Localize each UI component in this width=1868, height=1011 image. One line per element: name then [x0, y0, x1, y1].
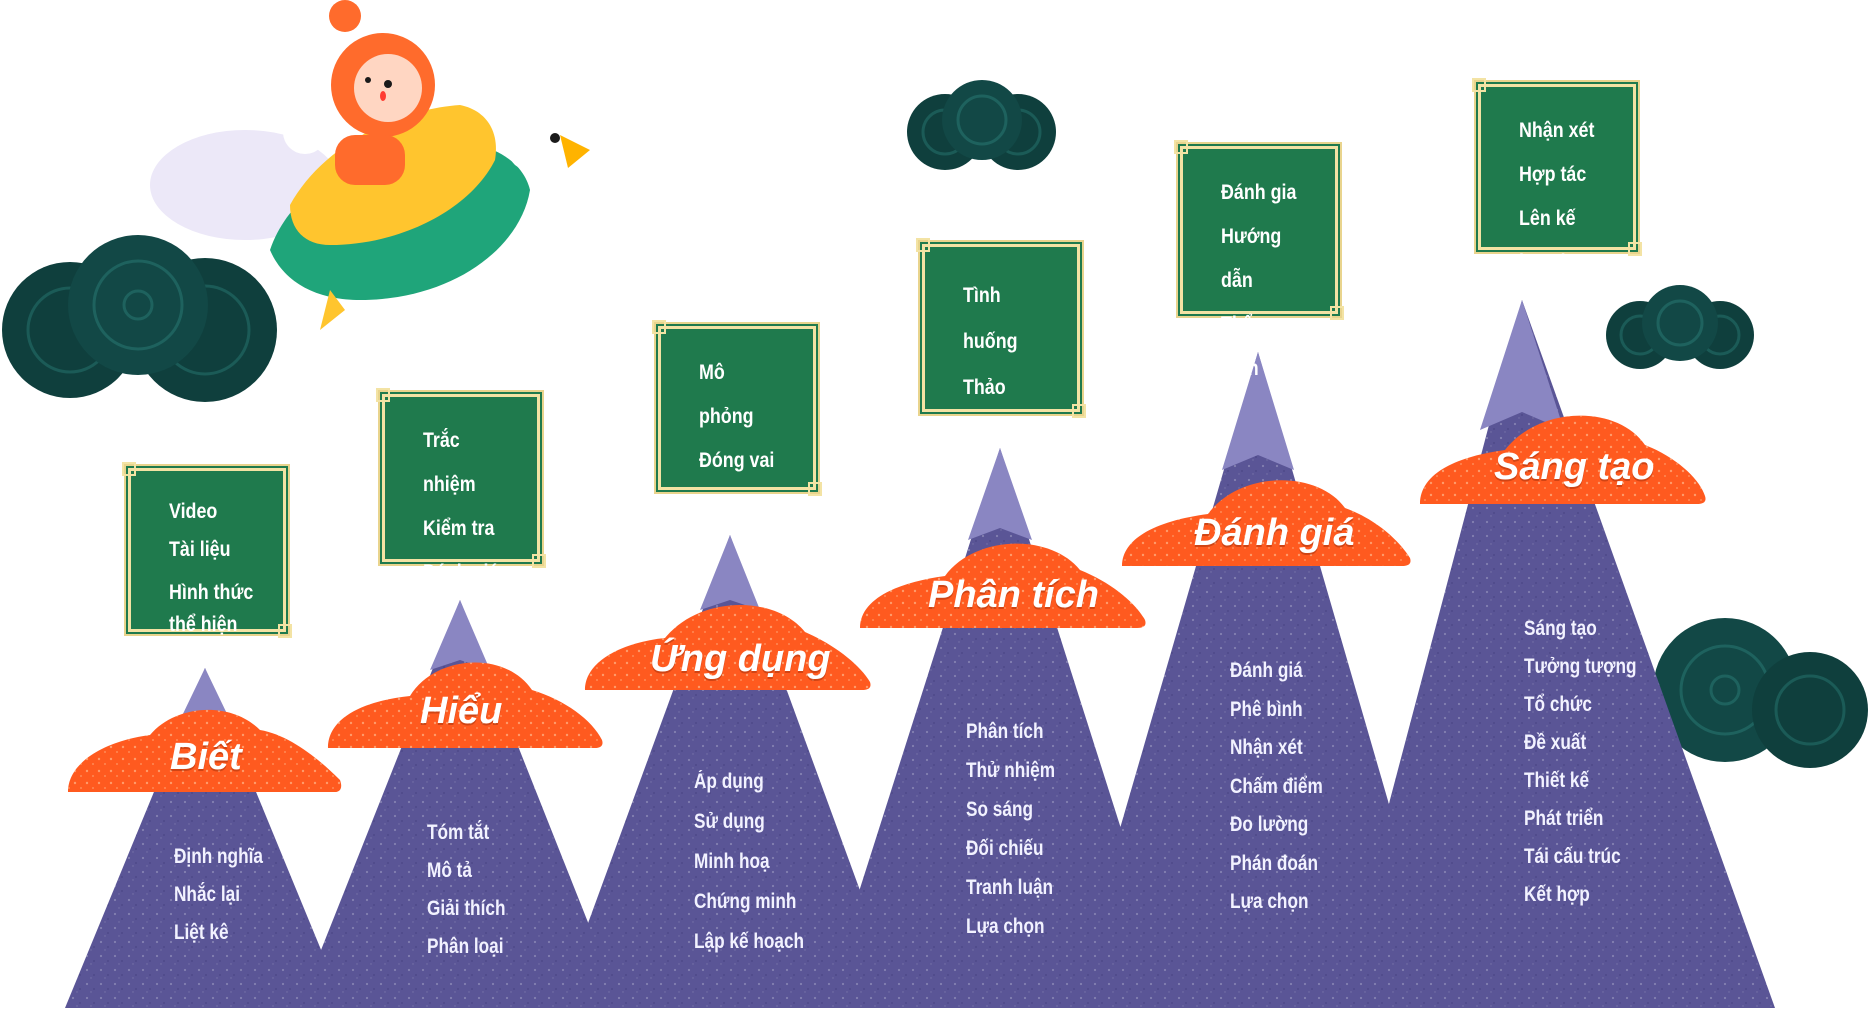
skill-list-phan-tich: Phân tích Thử nhiệm So sáng Đối chiếu Tr… [966, 712, 1075, 946]
skill-item: Chấm điểm [1230, 774, 1323, 798]
cap-sang-tao [1420, 415, 1706, 504]
activity-list: Mô phỏng Đóng vai Trò chơi [661, 329, 813, 527]
skill-item: Áp dụng [694, 770, 764, 793]
skill-item: Tổ chức [1524, 693, 1592, 716]
skill-item: So sáng [966, 798, 1033, 821]
mountain-sang-tao [1335, 300, 1775, 1008]
skill-item: Lập kế hoạch [694, 930, 805, 953]
skill-item: Mô tả [427, 859, 472, 882]
activity-card-biet: Video Tài liệu Hình thức thể hiện [122, 462, 292, 638]
cap-ung-dung [585, 604, 871, 690]
skill-list-ung-dung: Áp dụng Sử dụng Minh hoạ Chứng minh Lập … [694, 762, 828, 962]
cap-hieu [328, 662, 603, 748]
activity-item: Nhận xét [1519, 119, 1595, 142]
level-title-sang-tao: Sáng tạo [1494, 446, 1655, 488]
activity-item: Thẩm định [1221, 313, 1269, 380]
activity-item: Trò chơi [699, 493, 771, 516]
skill-item: Phát triển [1524, 807, 1604, 830]
cap-danh-gia [1122, 480, 1411, 566]
skill-item: Minh hoạ [694, 850, 770, 873]
activity-item: Tài liệu [169, 538, 231, 561]
skill-item: Tóm tắt [427, 821, 490, 844]
skill-item: Thử nhiệm [966, 759, 1056, 782]
activity-item: Thảo luận [963, 376, 1006, 445]
activity-item: Lên kế hoạch [1519, 207, 1576, 274]
mountain-hieu [298, 600, 622, 1008]
activity-card-danh-gia: Đánh gia Hướng dẫn Thẩm định [1174, 140, 1344, 380]
skill-item: Đề xuất [1524, 731, 1587, 754]
skill-item: Đánh giá [1230, 659, 1303, 682]
cloud-cluster-right-top [1606, 285, 1754, 369]
skill-list-danh-gia: Đánh giá Phê bình Nhận xét Chấm điểm Đo … [1230, 652, 1343, 922]
skill-item: Lựa chọn [966, 915, 1045, 938]
activity-item: Hợp tác [1519, 163, 1587, 186]
level-title-ung-dung: Ứng dụng [650, 638, 831, 680]
skill-item: Đo lường [1230, 813, 1309, 836]
skill-item: Tưởng tượng [1524, 655, 1637, 678]
skill-list-hieu: Tóm tắt Mô tả Giải thích Phân loại [427, 814, 523, 966]
level-title-hieu: Hiểu [420, 690, 503, 732]
mountain-phan-tich [822, 448, 1178, 1008]
skill-item: Phê bình [1230, 697, 1303, 721]
activity-item: Mô phỏng [699, 361, 754, 428]
skill-item: Nhắc lại [174, 883, 241, 906]
level-title-biet: Biết [170, 736, 242, 778]
skill-item: Phân tích [966, 720, 1044, 743]
activity-item: Đóng vai [699, 449, 775, 472]
cloud-cluster-left [2, 235, 277, 402]
skill-item: Nhận xét [1230, 736, 1303, 759]
cap-phan-tich [860, 543, 1146, 628]
skill-item: Liệt kê [174, 921, 229, 944]
activity-item: Kiểm tra [423, 517, 495, 540]
activity-item: Đánh giá [423, 561, 499, 584]
cap-biet [68, 709, 342, 792]
mountain-danh-gia [1068, 352, 1448, 1008]
skill-item: Tranh luận [966, 876, 1054, 899]
activity-card-sang-tao: Nhận xét Hợp tác Lên kế hoạch [1472, 78, 1642, 274]
activity-card-hieu: Trắc nhiệm Kiểm tra Đánh giá [376, 388, 546, 584]
level-title-danh-gia: Đánh giá [1194, 512, 1355, 554]
skill-item: Thiết kế [1524, 769, 1590, 792]
skill-item: Giải thích [427, 897, 506, 920]
skill-item: Sử dụng [694, 810, 765, 833]
skill-list-sang-tao: Sáng tạo Tưởng tượng Tổ chức Đề xuất Thi… [1524, 610, 1661, 914]
level-title-phan-tich: Phân tích [928, 574, 1100, 616]
activity-list: Trắc nhiệm Kiểm tra Đánh giá [385, 397, 537, 595]
skill-item: Sáng tạo [1524, 617, 1597, 640]
mountain-biet [65, 668, 345, 1008]
activity-list: Nhận xét Hợp tác Lên kế hoạch [1481, 87, 1633, 285]
activity-item: Hình thức thể hiện [169, 581, 254, 636]
mountain-ung-dung [557, 535, 903, 1008]
skill-item: Phán đoán [1230, 851, 1319, 875]
eagle-rider-illustration [150, 0, 590, 330]
skill-item: Kết hợp [1524, 883, 1590, 906]
activity-list: Tình huống Thảo luận [925, 247, 1077, 457]
skill-list-biet: Định nghĩa Nhắc lại Liệt kê [174, 838, 283, 952]
cloud-cluster-right-bottom [1653, 618, 1868, 768]
activity-list: Đánh gia Hướng dẫn Thẩm định [1183, 149, 1335, 391]
skill-item: Đối chiếu [966, 837, 1044, 860]
activity-item: Hướng dẫn [1221, 225, 1282, 292]
cloud-cluster-top-center [907, 80, 1056, 170]
activity-item: Video [169, 500, 218, 523]
activity-item: Tình huống [963, 284, 1018, 353]
activity-item: Đánh gia [1221, 181, 1297, 204]
skill-item: Chứng minh [694, 890, 797, 913]
skill-item: Tái cấu trúc [1524, 845, 1621, 868]
skill-item: Phân loại [427, 935, 504, 958]
activity-list: Video Tài liệu Hình thức thể hiện [131, 471, 283, 641]
skill-item: Lựa chọn [1230, 890, 1309, 913]
activity-item: Trắc nhiệm [423, 429, 476, 496]
activity-card-ung-dung: Mô phỏng Đóng vai Trò chơi [652, 320, 822, 516]
activity-card-phan-tich: Tình huống Thảo luận [916, 238, 1086, 445]
skill-item: Định nghĩa [174, 845, 263, 868]
